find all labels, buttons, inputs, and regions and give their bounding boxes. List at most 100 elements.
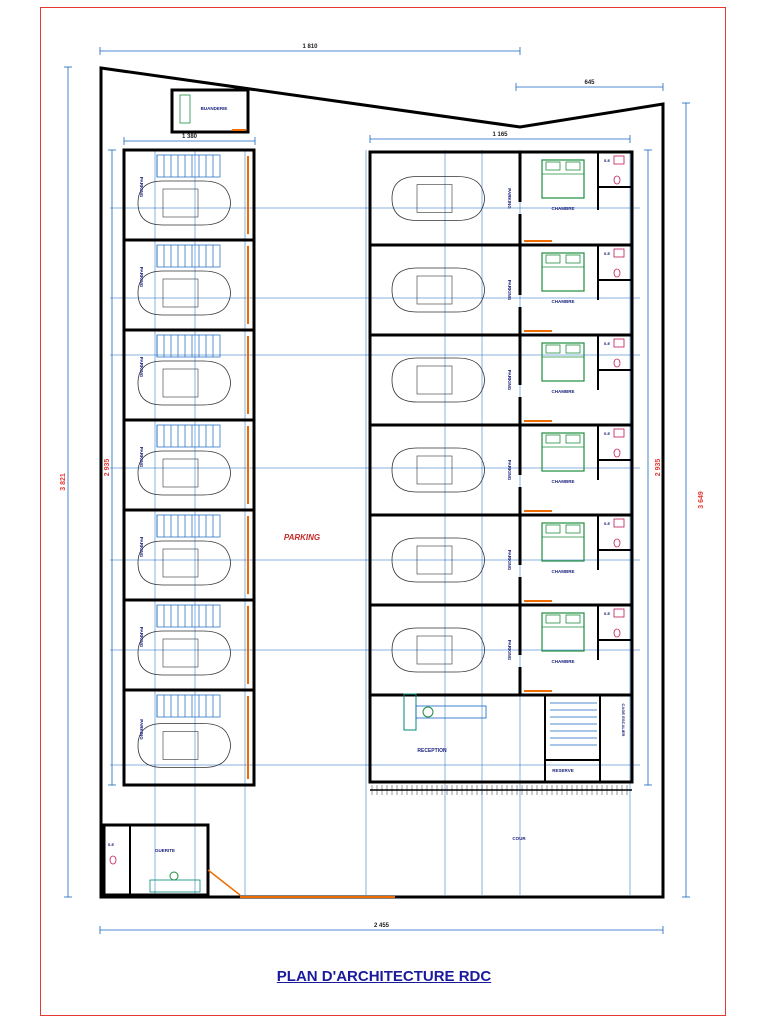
left-car-6 <box>137 723 231 768</box>
washbasin-3 <box>613 428 625 438</box>
bed-frame <box>541 342 585 382</box>
car-roof <box>162 638 199 668</box>
toilet-2 <box>613 358 621 368</box>
se-label-4: S.E <box>604 521 611 526</box>
car-body <box>391 357 485 403</box>
pillow-right <box>565 254 581 264</box>
guerite-desk <box>149 879 201 893</box>
car-body <box>137 360 231 406</box>
toilet-1 <box>613 268 621 278</box>
drawing-title: PLAN D'ARCHITECTURE RDC <box>276 968 492 985</box>
stair-outline <box>156 244 221 268</box>
bed-frame <box>541 159 585 199</box>
chambre-label-4: CHAMBRE <box>552 569 575 574</box>
pillow-left <box>545 344 561 354</box>
se-label-1: S.E <box>604 251 611 256</box>
chambre-label-2: CHAMBRE <box>552 389 575 394</box>
stair-outline <box>156 154 221 178</box>
bed-frame <box>541 252 585 292</box>
car-body <box>137 180 231 226</box>
toilet-5 <box>613 628 621 638</box>
left-parking-label-6: PARKING <box>139 719 144 740</box>
right-parking-label-1: PARKING <box>507 280 512 301</box>
car-roof <box>416 635 453 665</box>
parking-main-label: PARKING <box>284 533 320 542</box>
right-block <box>368 150 634 784</box>
stair-outline <box>156 694 221 718</box>
pillow-right <box>565 524 581 534</box>
toilet-0 <box>613 175 621 185</box>
car-roof <box>162 731 199 760</box>
chambre-label-3: CHAMBRE <box>552 479 575 484</box>
guerite-room <box>102 823 210 897</box>
left-parking-label-4: PARKING <box>139 537 144 558</box>
left-parking-label-1: PARKING <box>139 267 144 288</box>
cage-escalier-label: CAGE ESCALIER <box>621 704 626 737</box>
left-car-3 <box>137 450 231 496</box>
right-car-3 <box>391 447 485 493</box>
car-roof <box>416 545 453 575</box>
drawing-frame <box>40 7 726 1016</box>
car-body <box>391 537 485 583</box>
car-roof <box>162 278 199 308</box>
right-parking-label-2: PARKING <box>507 370 512 391</box>
chambre-label-5: CHAMBRE <box>552 659 575 664</box>
washbasin-1 <box>613 248 625 258</box>
left-car-4 <box>137 540 231 586</box>
bed-0 <box>541 159 585 199</box>
reception-desk <box>403 693 417 731</box>
bed-frame <box>541 432 585 472</box>
guerite-toilet <box>109 855 117 865</box>
pillow-right <box>565 161 581 171</box>
left-parking-label-3: PARKING <box>139 447 144 468</box>
pillow-left <box>545 254 561 264</box>
pillow-left <box>545 614 561 624</box>
guerite-chair <box>169 871 179 881</box>
guerite-label: GUERITE <box>155 848 175 853</box>
car-body <box>391 267 485 313</box>
right-car-2 <box>391 357 485 403</box>
car-body <box>391 627 485 673</box>
car-body <box>137 270 231 316</box>
bed-frame <box>541 522 585 562</box>
left-car-0 <box>137 180 231 226</box>
car-body <box>137 540 231 586</box>
left-car-1 <box>137 270 231 316</box>
reception-chair <box>422 706 434 718</box>
stair-outline <box>156 604 221 628</box>
buanderie-fixture <box>179 94 191 124</box>
se-label-2: S.E <box>604 341 611 346</box>
car-body <box>391 176 485 221</box>
pillow-left <box>545 161 561 171</box>
washbasin-5 <box>613 608 625 618</box>
washbasin-0 <box>613 155 625 165</box>
car-roof <box>416 184 453 213</box>
car-roof <box>162 458 199 488</box>
chambre-label-0: CHAMBRE <box>552 206 575 211</box>
left-parking-label-5: PARKING <box>139 627 144 648</box>
se-label-0: S.E <box>604 158 611 163</box>
car-body <box>137 723 231 768</box>
chambre-label-1: CHAMBRE <box>552 299 575 304</box>
car-roof <box>162 368 199 398</box>
right-car-5 <box>391 627 485 673</box>
right-parking-label-3: PARKING <box>507 460 512 481</box>
buanderie-label: BUANDERIE <box>201 106 228 111</box>
right-car-1 <box>391 267 485 313</box>
dim-top-label: 1 810 <box>302 44 318 50</box>
car-roof <box>162 548 199 578</box>
car-body <box>391 447 485 493</box>
right-parking-label-0: PARKING <box>507 188 512 209</box>
car-roof <box>162 188 199 218</box>
bed-frame <box>541 612 585 652</box>
pillow-right <box>565 614 581 624</box>
left-car-5 <box>137 630 231 676</box>
left-parking-block <box>122 148 256 787</box>
dim-bottom-label: 2 455 <box>374 923 390 929</box>
car-roof <box>416 455 453 485</box>
left-parking-label-2: PARKING <box>139 357 144 378</box>
right-car-0 <box>391 176 485 221</box>
stair-outline <box>156 514 221 538</box>
bed-3 <box>541 432 585 472</box>
